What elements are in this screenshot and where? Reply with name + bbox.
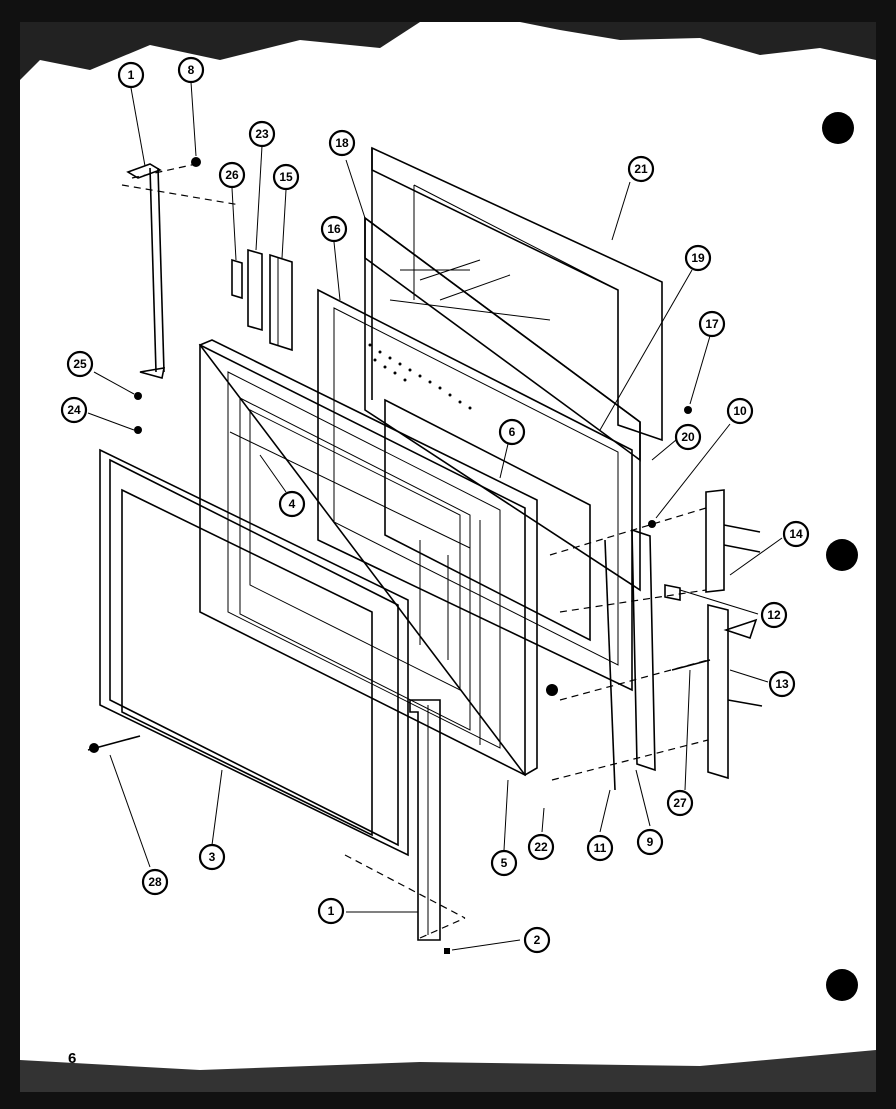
- part-1-lower-hinge: [409, 699, 441, 941]
- callout-label: 19: [691, 251, 705, 265]
- callout-label: 20: [681, 430, 695, 444]
- callout-label: 21: [634, 162, 648, 176]
- callout-label: 8: [188, 63, 195, 77]
- callout-label: 9: [647, 835, 654, 849]
- callout: 21: [627, 155, 655, 183]
- callout: 22: [527, 833, 555, 861]
- callout: 8: [177, 56, 205, 84]
- part-16-screen-frame: [317, 288, 633, 692]
- callout: 25: [66, 350, 94, 378]
- callout: 4: [278, 490, 306, 518]
- callout-label: 3: [209, 850, 216, 864]
- callout: 11: [586, 834, 614, 862]
- callout-label: 26: [225, 168, 239, 182]
- callout-label: 27: [673, 796, 687, 810]
- callout-label: 2: [534, 933, 541, 947]
- callout: 9: [636, 828, 664, 856]
- callout: 2: [523, 926, 551, 954]
- callout-label: 14: [789, 527, 803, 541]
- callout-label: 17: [705, 317, 719, 331]
- part-11-rail: [604, 539, 616, 791]
- callout-label: 15: [279, 170, 293, 184]
- leader-lines: [87, 81, 783, 951]
- callout: 16: [320, 215, 348, 243]
- callout: 10: [726, 397, 754, 425]
- callout: 27: [666, 789, 694, 817]
- callout: 1: [117, 61, 145, 89]
- small-hardware: [87, 157, 711, 954]
- callout: 13: [768, 670, 796, 698]
- page-number: 6: [68, 1050, 77, 1067]
- callout-label: 28: [148, 875, 162, 889]
- callout-label: 25: [73, 357, 87, 371]
- callout: 15: [272, 163, 300, 191]
- callout-label: 11: [594, 841, 607, 855]
- callout-label: 10: [733, 404, 747, 418]
- part-15-bracket: [269, 253, 293, 352]
- part-5-door-frame: [198, 339, 538, 777]
- callout-label: 18: [335, 136, 349, 150]
- part-26-strip: [231, 258, 243, 300]
- part-19-panel: [364, 216, 641, 592]
- callout: 18: [328, 129, 356, 157]
- part-23-strip: [247, 248, 263, 332]
- callout-label: 1: [328, 904, 335, 918]
- callout: 14: [782, 520, 810, 548]
- callout-label: 12: [767, 608, 781, 622]
- callout-label: 16: [327, 222, 341, 236]
- callout-label: 22: [534, 840, 548, 854]
- callout: 20: [674, 423, 702, 451]
- callout-label: 1: [128, 68, 135, 82]
- callout-label: 13: [775, 677, 789, 691]
- callout-label: 23: [255, 127, 269, 141]
- callout: 12: [760, 601, 788, 629]
- callout: 6: [498, 418, 526, 446]
- callout: 17: [698, 310, 726, 338]
- part-4-inner-frame: [249, 409, 461, 691]
- callout-group: 1 8 23 26 15 18 16 21 19 17 25 24 4 6 10…: [60, 56, 810, 954]
- callout: 3: [198, 843, 226, 871]
- reference-lines: [121, 163, 709, 939]
- callout-label: 6: [509, 425, 516, 439]
- part-9-rail: [631, 528, 656, 772]
- callout: 19: [684, 244, 712, 272]
- callout: 28: [141, 868, 169, 896]
- callout: 24: [60, 396, 88, 424]
- part-14-latch: [705, 489, 761, 593]
- callout-label: 24: [67, 403, 81, 417]
- callout-label: 5: [501, 856, 508, 870]
- callout: 23: [248, 120, 276, 148]
- callout: 5: [490, 849, 518, 877]
- callout-label: 4: [289, 497, 296, 511]
- part-21-outer-cover: [371, 146, 663, 442]
- part-7-hinge-rod: [126, 163, 166, 379]
- callout: 1: [317, 897, 345, 925]
- part-13-latch: [707, 603, 763, 780]
- part-3-door-panel: [99, 448, 409, 857]
- callout: 26: [218, 161, 246, 189]
